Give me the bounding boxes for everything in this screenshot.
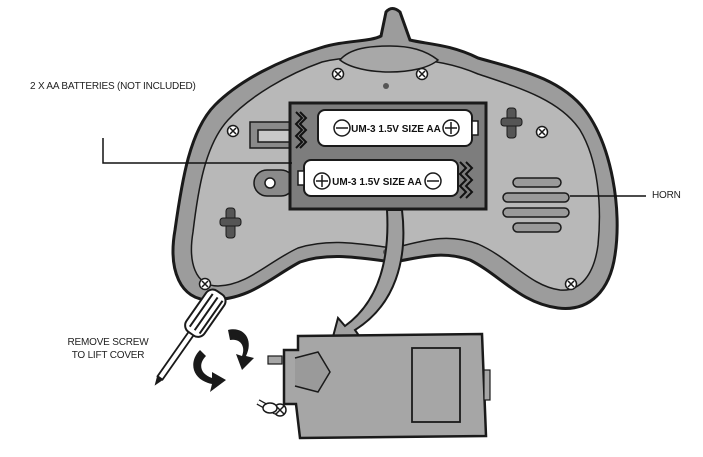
screw-icon-group: [198, 67, 578, 291]
battery-bottom-label: UM-3 1.5V SIZE AA: [332, 177, 422, 188]
remove-screw-label: REMOVE SCREW TO LIFT COVER: [58, 336, 158, 362]
minus-icon: [333, 119, 351, 137]
plus-icon: [442, 119, 460, 137]
screw-icon: [564, 277, 578, 291]
screw-icon: [226, 124, 240, 138]
clip-icon: [219, 107, 523, 239]
remove-screw-line2: TO LIFT COVER: [71, 350, 145, 361]
rotate-arrow-icon: [193, 329, 254, 392]
loose-screw-icon: [256, 399, 278, 415]
horn-grille: [502, 177, 570, 233]
screwdriver-icon: [154, 288, 227, 386]
screw-icon: [331, 67, 345, 81]
horn-label: HORN: [652, 190, 681, 201]
hole-icon: [383, 83, 389, 89]
battery-top-label: UM-3 1.5V SIZE AA: [351, 124, 441, 135]
remove-screw-line1: REMOVE SCREW: [67, 337, 149, 348]
batteries-leader-line: [102, 138, 292, 164]
leader-lines: [102, 138, 646, 197]
battery-compartment: UM-3 1.5V SIZE AA UM-3 1.5V SIZE AA: [288, 101, 488, 211]
screw-icon: [198, 277, 212, 291]
screw-icon: [535, 125, 549, 139]
minus-icon: [424, 172, 442, 190]
plus-icon: [313, 172, 331, 190]
screw-icon: [415, 67, 429, 81]
batteries-label: 2 X AA BATTERIES (NOT INCLUDED): [30, 81, 196, 92]
battery-cover: [267, 332, 491, 440]
